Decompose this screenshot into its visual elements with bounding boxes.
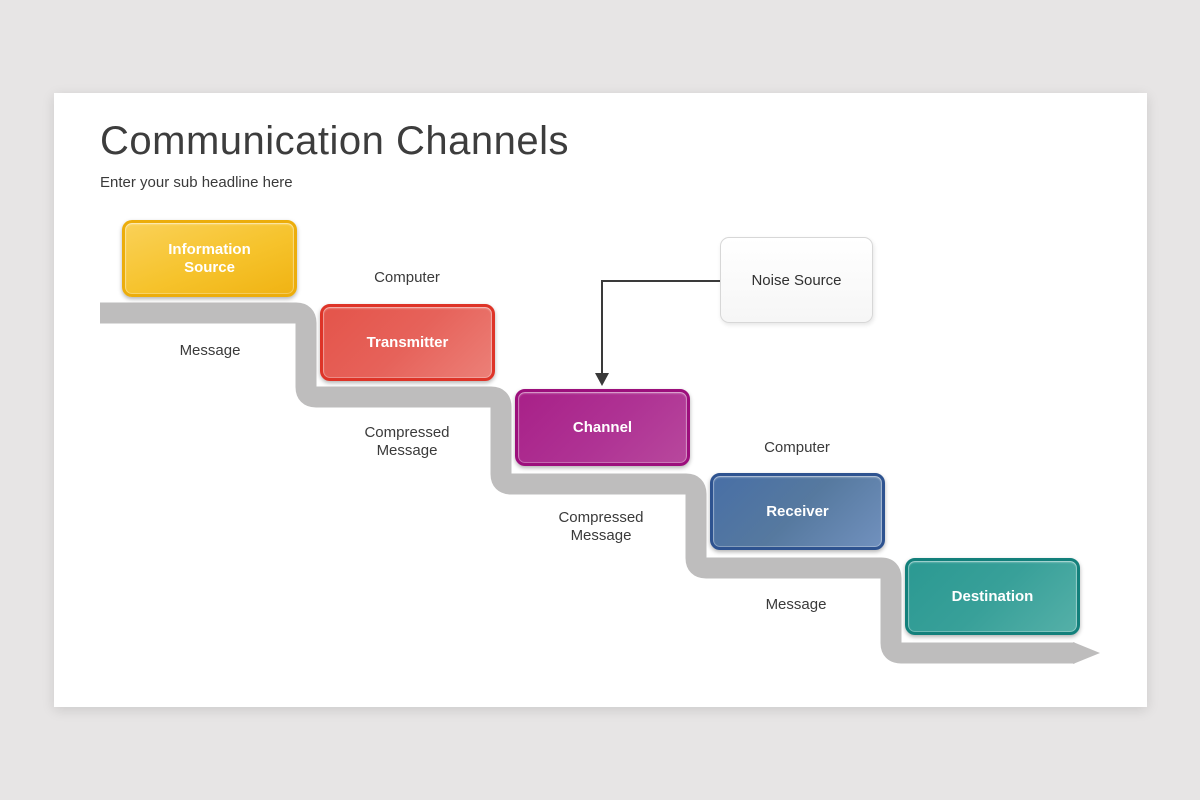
flow-label-computer-above-receiver: Computer — [764, 439, 830, 456]
ribbon-path — [100, 302, 1075, 664]
node-label: Transmitter — [366, 333, 449, 351]
node-noise-source: Noise Source — [720, 237, 873, 323]
flow-label-compressed-message-step-2: Compressed Message — [364, 424, 450, 459]
noise-arrow-line — [601, 280, 720, 375]
page-title: Communication Channels — [100, 119, 570, 163]
page-subtitle: Enter your sub headline here — [100, 174, 293, 191]
flow-label-compressed-message-step-3: Compressed Message — [558, 509, 644, 544]
flow-ribbon — [100, 280, 1100, 664]
node-label: Destination — [951, 587, 1034, 605]
node-receiver: Receiver — [710, 473, 885, 550]
flow-label-message-step-4: Message — [765, 596, 827, 613]
node-label: Receiver — [766, 502, 829, 520]
noise-arrowhead-icon — [595, 373, 609, 386]
node-label: Channel — [572, 418, 633, 436]
node-transmitter: Transmitter — [320, 304, 495, 381]
node-destination: Destination — [905, 558, 1080, 635]
node-label: Information Source — [168, 240, 251, 276]
node-information-source: Information Source — [122, 220, 297, 297]
ribbon-arrow-tip — [1073, 642, 1100, 664]
node-channel: Channel — [515, 389, 690, 466]
node-label: Noise Source — [751, 271, 842, 289]
slide-canvas: Communication Channels Enter your sub he… — [54, 93, 1147, 707]
flow-label-message-step-1: Message — [179, 342, 241, 359]
flow-label-computer-above-transmitter: Computer — [374, 269, 440, 286]
